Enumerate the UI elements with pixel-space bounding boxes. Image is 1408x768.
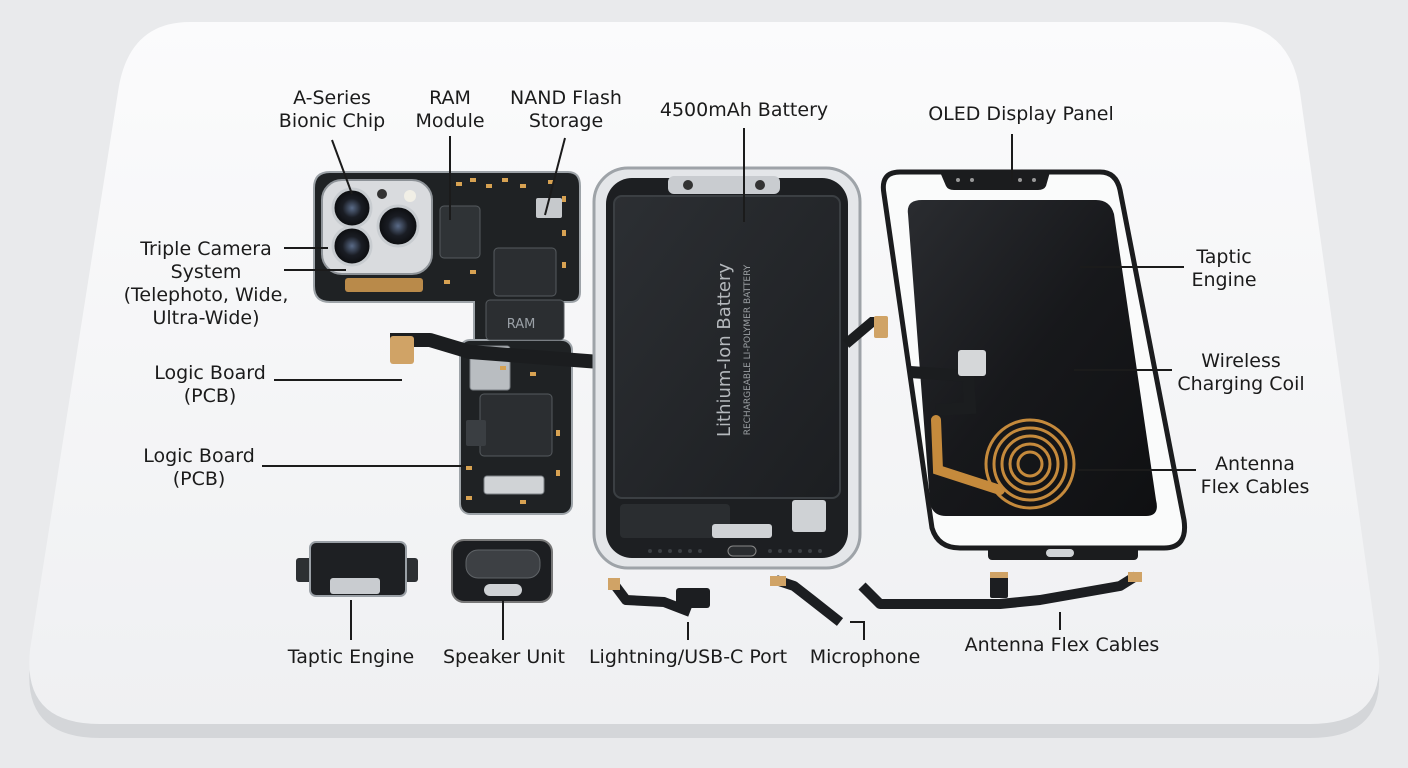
label-port: Lightning/USB-C Port: [584, 646, 792, 669]
label-line: System: [170, 261, 242, 283]
ram-chip-text: RAM: [507, 317, 536, 332]
port-flex-part: [608, 578, 710, 617]
battery-print-sub: RECHARGEABLE LI-POLYMER BATTERY: [743, 264, 753, 435]
label-line: (PCB): [172, 468, 226, 490]
label-ram-module: RAM Module: [400, 87, 500, 133]
antenna-flex-part: [858, 571, 1142, 609]
label-line: Microphone: [809, 646, 921, 668]
label-oled-panel: OLED Display Panel: [916, 103, 1126, 126]
label-line: A-Series: [293, 87, 371, 109]
label-line: Logic Board: [143, 445, 255, 467]
taptic-engine-part: [296, 541, 418, 597]
label-line: Flex Cables: [1200, 476, 1310, 498]
label-line: Speaker Unit: [443, 646, 565, 668]
label-logic-board-1: Logic Board (PCB): [150, 362, 270, 408]
label-line: Wireless: [1201, 350, 1281, 372]
label-battery: 4500mAh Battery: [654, 99, 834, 122]
label-line: RAM: [429, 87, 471, 109]
label-a-series-chip: A-Series Bionic Chip: [272, 87, 392, 133]
label-line: Module: [415, 110, 485, 132]
label-line: Bionic Chip: [278, 110, 386, 132]
label-microphone: Microphone: [802, 646, 928, 669]
label-line: Antenna: [1215, 453, 1295, 475]
label-line: Ultra-Wide): [152, 307, 260, 329]
battery-print-main: Lithium-Ion Battery: [714, 263, 735, 437]
label-line: Taptic Engine: [287, 646, 415, 668]
label-line: OLED Display Panel: [928, 103, 1114, 125]
microphone-flex-part: [770, 575, 844, 626]
label-line: Triple Camera: [140, 238, 272, 260]
label-logic-board-2: Logic Board (PCB): [139, 445, 259, 491]
label-nand-flash: NAND Flash Storage: [500, 87, 632, 133]
logic-board-assembly: RAM: [313, 171, 677, 515]
label-line: Storage: [528, 110, 604, 132]
label-line: Taptic: [1196, 246, 1252, 268]
label-line: Logic Board: [154, 362, 266, 384]
label-taptic-engine-bottom: Taptic Engine: [276, 646, 426, 669]
leader-lines: [262, 128, 1196, 640]
label-speaker-unit: Speaker Unit: [436, 646, 572, 669]
label-line: NAND Flash: [510, 87, 622, 109]
label-taptic-engine-right: Taptic Engine: [1176, 246, 1272, 292]
label-line: Antenna Flex Cables: [964, 634, 1160, 656]
label-line: (Telephoto, Wide,: [123, 284, 289, 306]
speaker-unit-part: [451, 539, 553, 603]
label-wireless-charging: Wireless Charging Coil: [1170, 350, 1312, 396]
label-line: Engine: [1191, 269, 1257, 291]
label-triple-camera: Triple Camera System (Telephoto, Wide, U…: [116, 238, 296, 330]
battery-frame-assembly: Lithium-Ion Battery RECHARGEABLE LI-POLY…: [592, 166, 888, 570]
label-line: 4500mAh Battery: [659, 99, 829, 121]
label-line: Charging Coil: [1177, 373, 1305, 395]
label-line: Lightning/USB-C Port: [588, 646, 788, 668]
label-antenna-bottom: Antenna Flex Cables: [962, 634, 1162, 657]
label-line: (PCB): [183, 385, 237, 407]
label-antenna-right: Antenna Flex Cables: [1190, 453, 1320, 499]
